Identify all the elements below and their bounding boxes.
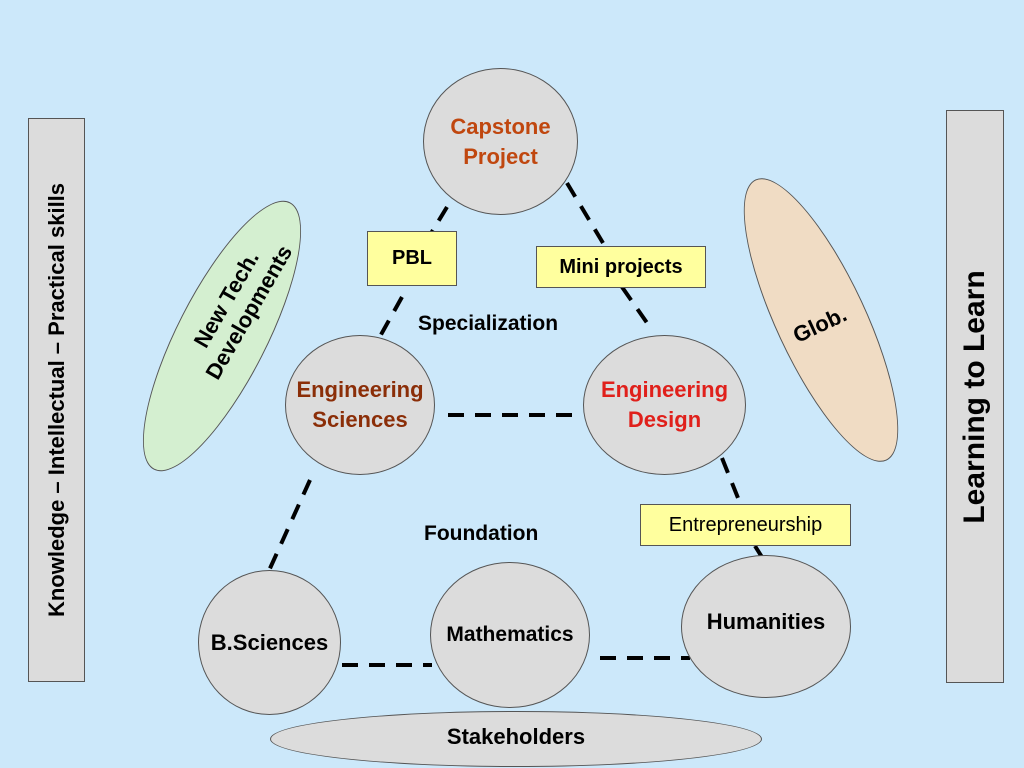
foundation-label: Foundation <box>424 522 539 545</box>
capstone-project-node: Capstone Project <box>423 68 578 215</box>
humanities-label: Humanities <box>706 608 826 634</box>
link-eng-sciences-b-sciences <box>260 479 312 587</box>
stakeholders-oval <box>270 711 762 767</box>
eng-design-line-2: Design <box>627 407 702 432</box>
capstone-line-1: Capstone <box>450 113 551 139</box>
b-sciences-label: B.Sciences <box>210 629 329 655</box>
engineering-sciences-node: Engineering Sciences <box>285 335 435 475</box>
b-sciences-node: B.Sciences <box>198 570 341 715</box>
specialization-label: Specialization <box>418 312 559 335</box>
right-side-bar: Learning to Learn <box>946 110 1004 683</box>
humanities-node: Humanities <box>681 555 851 698</box>
left-side-bar-label: Knowledge – Intellectual – Practical ski… <box>43 182 69 618</box>
link-capstone-mini-projects <box>565 181 608 250</box>
link-mini-projects-eng-design <box>620 285 654 332</box>
left-side-bar: Knowledge – Intellectual – Practical ski… <box>28 118 85 682</box>
link-capstone-pbl <box>428 205 449 237</box>
eng-sciences-line-1: Engineering <box>296 377 424 402</box>
eng-design-line-1: Engineering <box>600 377 729 402</box>
mini-projects-tag: Mini projects <box>536 246 706 288</box>
link-eng-design-entrepreneurship <box>720 457 742 504</box>
eng-sciences-line-2: Sciences <box>312 407 408 432</box>
mathematics-label: Mathematics <box>446 623 574 646</box>
link-pbl-eng-sciences <box>376 296 404 341</box>
right-side-bar-label: Learning to Learn <box>958 269 991 524</box>
stakeholders-label: Stakeholders <box>446 724 586 749</box>
mathematics-node: Mathematics <box>430 562 590 708</box>
capstone-line-2: Project <box>463 143 538 169</box>
engineering-design-node: Engineering Design <box>583 335 746 475</box>
pbl-tag: PBL <box>367 231 457 286</box>
entrepreneurship-tag: Entrepreneurship <box>640 504 851 546</box>
